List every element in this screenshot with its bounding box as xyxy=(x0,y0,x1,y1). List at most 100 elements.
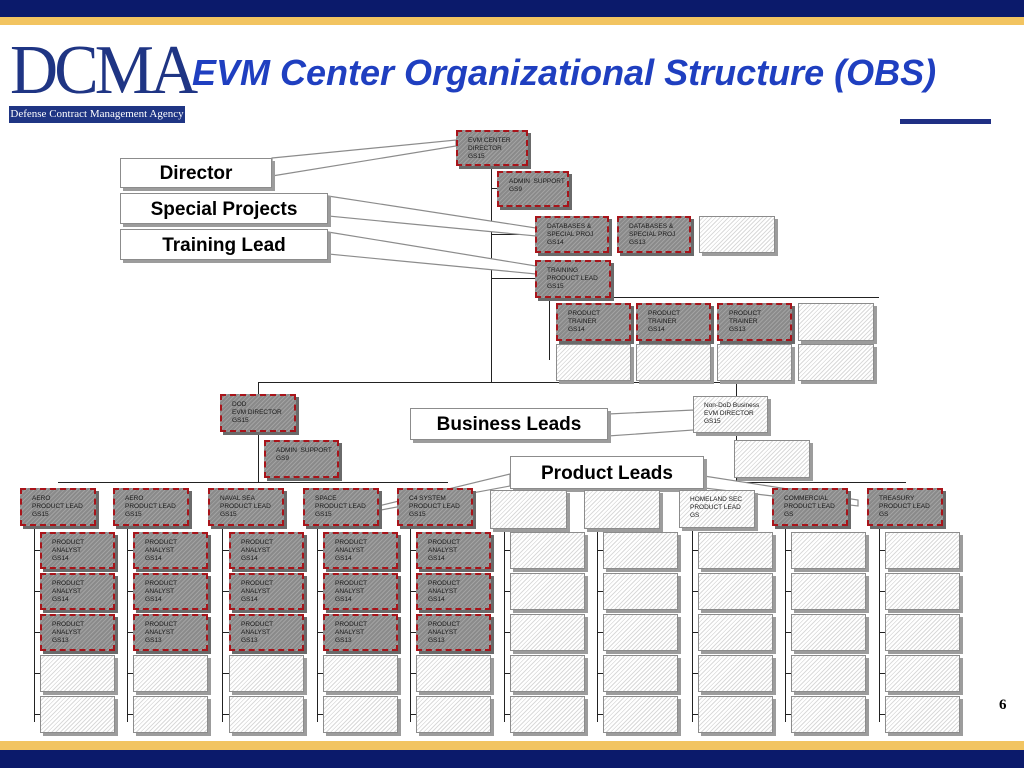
space-product-lead-box: SPACE PRODUCT LEAD GS15 xyxy=(303,488,379,526)
connector-analyst-tick xyxy=(504,673,510,674)
connector-analyst-tick xyxy=(34,673,40,674)
product-analyst-box: PRODUCT ANALYST GS14 xyxy=(323,573,398,610)
product-analyst-box: PRODUCT ANALYST GS14 xyxy=(416,532,491,569)
product-trainer-box: PRODUCT TRAINER GS13 xyxy=(717,303,792,341)
page-number: 6 xyxy=(999,697,1007,713)
top-navy-band xyxy=(0,0,1024,17)
connector-analyst-tick xyxy=(223,673,229,674)
vacant-position-box xyxy=(229,696,304,733)
homeland-sec-product-lead-box: HOMELAND SEC PRODUCT LEAD GS xyxy=(679,490,755,528)
product-analyst-label: PRODUCT ANALYST GS14 xyxy=(52,580,85,603)
vacant-position-box xyxy=(699,216,775,253)
callout-special-projects: Special Projects xyxy=(120,193,328,224)
product-trainer-box: PRODUCT TRAINER GS14 xyxy=(556,303,631,341)
connector-analyst-tick xyxy=(223,591,229,592)
databases-gs13-box: DATABASES & SPECIAL PROJ GS13 xyxy=(617,216,691,253)
vacant-position-box xyxy=(791,696,866,733)
connector-analyst-tick xyxy=(597,632,603,633)
vacant-position-box xyxy=(791,655,866,692)
product-analyst-label: PRODUCT ANALYST GS14 xyxy=(52,539,85,562)
connector-trainer-trunk xyxy=(549,300,550,360)
databases-gs14-box: DATABASES & SPECIAL PROJ GS14 xyxy=(535,216,609,253)
product-analyst-label: PRODUCT ANALYST GS14 xyxy=(145,580,178,603)
vacant-position-box xyxy=(229,655,304,692)
connector-col1 xyxy=(34,526,35,722)
connector-analyst-tick xyxy=(504,632,510,633)
connector-analyst-tick xyxy=(692,714,698,715)
vacant-position-box xyxy=(603,696,678,733)
product-analyst-label: PRODUCT ANALYST GS13 xyxy=(335,621,368,644)
connector-analyst-tick xyxy=(785,714,791,715)
product-analyst-label: PRODUCT ANALYST GS13 xyxy=(52,621,85,644)
product-analyst-box: PRODUCT ANALYST GS14 xyxy=(229,573,304,610)
connector-analyst-tick xyxy=(34,714,40,715)
vacant-position-box xyxy=(885,655,960,692)
product-analyst-label: PRODUCT ANALYST GS14 xyxy=(145,539,178,562)
connector-col10 xyxy=(879,526,880,722)
vacant-position-box xyxy=(791,532,866,569)
connector-col7 xyxy=(597,526,598,722)
product-analyst-label: PRODUCT ANALYST GS14 xyxy=(241,539,274,562)
vacant-position-box xyxy=(885,696,960,733)
page-title: EVM Center Organizational Structure (OBS… xyxy=(192,52,937,93)
bottom-navy-band xyxy=(0,750,1024,768)
vacant-position-box xyxy=(133,655,208,692)
product-analyst-box: PRODUCT ANALYST GS13 xyxy=(416,614,491,651)
connector-analyst-tick xyxy=(127,550,133,551)
vacant-position-box xyxy=(734,440,810,478)
product-analyst-label: PRODUCT ANALYST GS14 xyxy=(428,580,461,603)
connector-analyst-tick xyxy=(34,550,40,551)
aero-product-lead-box: AERO PRODUCT LEAD GS15 xyxy=(113,488,189,526)
title-rule xyxy=(900,119,991,124)
connector-analyst-tick xyxy=(127,714,133,715)
admin-support-top-box: ADMIN SUPPORT GS9 xyxy=(497,171,569,207)
connector-analyst-tick xyxy=(223,632,229,633)
vacant-position-box xyxy=(885,573,960,610)
connector-analyst-tick xyxy=(410,632,416,633)
product-analyst-box: PRODUCT ANALYST GS13 xyxy=(133,614,208,651)
connector-dod-trunk xyxy=(258,432,259,482)
connector-analyst-tick xyxy=(34,591,40,592)
connector-analyst-tick xyxy=(597,591,603,592)
connector-col6 xyxy=(504,526,505,722)
connector-analyst-tick xyxy=(692,673,698,674)
product-analyst-label: PRODUCT ANALYST GS14 xyxy=(241,580,274,603)
vacant-position-box xyxy=(133,696,208,733)
connector-analyst-tick xyxy=(223,550,229,551)
product-analyst-box: PRODUCT ANALYST GS14 xyxy=(133,573,208,610)
vacant-position-box xyxy=(40,655,115,692)
connector-main-trunk xyxy=(491,166,492,382)
connector-analyst-tick xyxy=(34,632,40,633)
dod-evm-director-box: DOD EVM DIRECTOR GS15 xyxy=(220,394,296,432)
vacant-position-box xyxy=(603,655,678,692)
connector-analyst-tick xyxy=(317,591,323,592)
vacant-position-box xyxy=(698,655,773,692)
vacant-position-box xyxy=(798,344,874,381)
vacant-position-box xyxy=(556,344,631,381)
connector-analyst-tick xyxy=(504,550,510,551)
connector-analyst-tick xyxy=(597,714,603,715)
connector-analyst-tick xyxy=(127,591,133,592)
connector-analyst-tick xyxy=(692,632,698,633)
training-product-lead-box: TRAINING PRODUCT LEAD GS15 xyxy=(535,260,611,298)
product-analyst-label: PRODUCT ANALYST GS13 xyxy=(428,621,461,644)
vacant-position-box xyxy=(791,573,866,610)
connector-analyst-tick xyxy=(879,673,885,674)
connector-analyst-tick xyxy=(879,632,885,633)
connector-director-split xyxy=(258,382,736,383)
connector-admin-top xyxy=(491,188,497,189)
vacant-position-box xyxy=(791,614,866,651)
connector-databases xyxy=(491,234,535,235)
callout-business-leads: Business Leads xyxy=(410,408,608,440)
vacant-position-box xyxy=(885,532,960,569)
connector-analyst-tick xyxy=(785,550,791,551)
product-analyst-box: PRODUCT ANALYST GS14 xyxy=(133,532,208,569)
connector-analyst-tick xyxy=(692,550,698,551)
connector-analyst-tick xyxy=(597,673,603,674)
evm-center-director-box: EVM CENTER DIRECTOR GS15 xyxy=(456,130,528,166)
connector-trainers xyxy=(549,297,879,298)
vacant-position-box xyxy=(510,696,585,733)
c4-system-product-lead-box: C4 SYSTEM PRODUCT LEAD GS15 xyxy=(397,488,473,526)
vacant-position-box xyxy=(698,696,773,733)
product-analyst-label: PRODUCT ANALYST GS14 xyxy=(428,539,461,562)
